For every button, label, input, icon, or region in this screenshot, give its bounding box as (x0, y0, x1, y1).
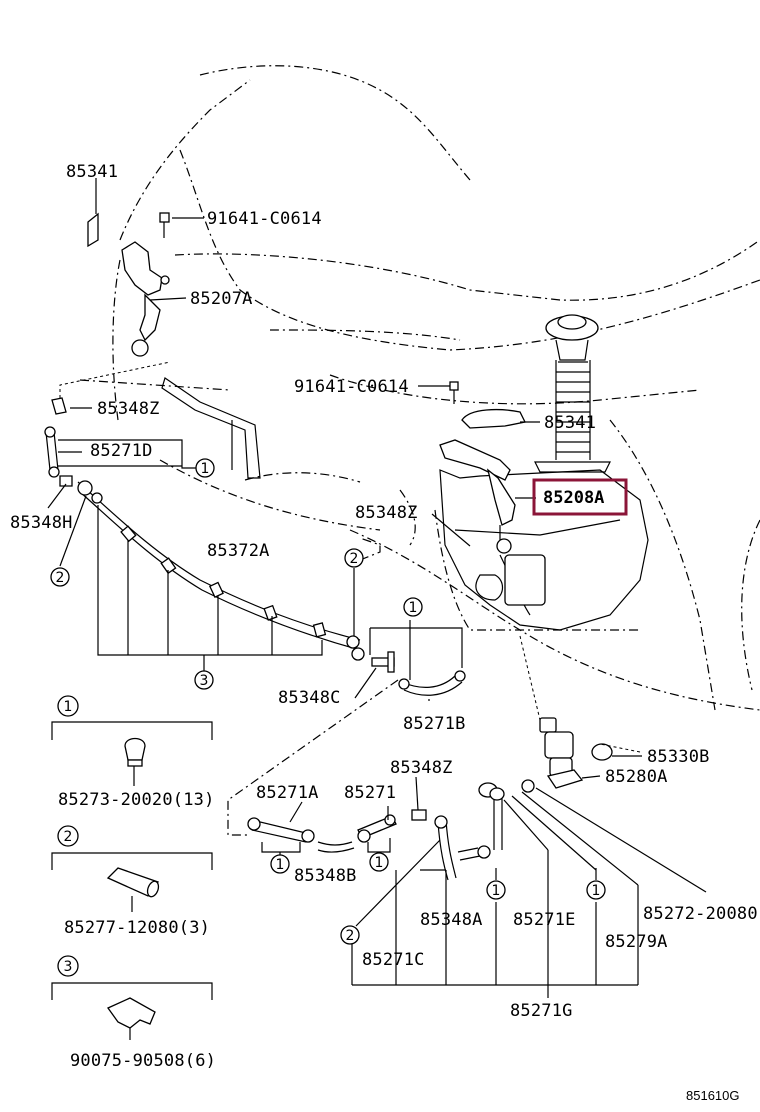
label-85348b[interactable]: 85348B (294, 866, 357, 886)
svg-text:3: 3 (200, 673, 209, 689)
svg-text:1: 1 (276, 857, 285, 873)
legend-part-2[interactable]: 85277-12080(3) (64, 918, 210, 938)
svg-text:1: 1 (409, 600, 418, 616)
svg-text:3: 3 (64, 959, 73, 975)
car-body-outline (79, 65, 760, 711)
callout-1: 1 (586, 880, 606, 900)
callout-2: 2 (50, 567, 70, 587)
label-85372a[interactable]: 85372A (207, 541, 270, 561)
nozzle-cover-right (461, 408, 526, 429)
label-85330b[interactable]: 85330B (647, 747, 710, 767)
hose-85271d (44, 426, 60, 478)
callout-3: 3 (194, 670, 214, 690)
hose-assembly-lower (434, 782, 505, 881)
label-85271e[interactable]: 85271E (513, 910, 576, 930)
leader-lines (47, 178, 707, 998)
label-85271d[interactable]: 85271D (90, 441, 153, 461)
filler-neck (534, 314, 611, 473)
washer-tank (439, 469, 649, 631)
callout-1: 1 (270, 854, 290, 874)
legend: 1 85273-20020(13) 2 85277-12080(3) 3 (51, 695, 216, 1071)
highlight-box (532, 478, 628, 516)
hose-85271 (357, 814, 397, 843)
callouts: 1 2 3 2 1 1 1 1 1 2 (50, 458, 606, 945)
connector-85348z-low (411, 809, 427, 821)
connector-85348h (59, 475, 73, 487)
label-85271[interactable]: 85271 (344, 783, 396, 803)
svg-text:2: 2 (56, 570, 65, 586)
svg-text:1: 1 (492, 883, 501, 899)
clamp-icon (107, 997, 156, 1040)
label-85341-top[interactable]: 85341 (66, 162, 118, 182)
legend-item-2: 2 85277-12080(3) (51, 825, 213, 938)
connector-85348b (317, 841, 355, 853)
label-91641-mid[interactable]: 91641-C0614 (294, 377, 409, 397)
label-85348h[interactable]: 85348H (10, 513, 73, 533)
svg-text:2: 2 (64, 829, 73, 845)
hose-85271a (247, 817, 315, 843)
svg-text:1: 1 (375, 855, 384, 871)
diagram-code: 851610G (686, 1088, 740, 1103)
callout-1: 1 (369, 852, 389, 872)
hose-85372a (77, 480, 365, 661)
legend-item-1: 1 85273-20020(13) (51, 695, 215, 810)
label-85279a[interactable]: 85279A (605, 932, 668, 952)
label-85271g[interactable]: 85271G (510, 1001, 573, 1021)
label-85341-mid[interactable]: 85341 (544, 413, 596, 433)
label-85348z-mid[interactable]: 85348Z (355, 503, 418, 523)
bolt-top (159, 212, 170, 238)
label-85271c[interactable]: 85271C (362, 950, 425, 970)
svg-text:1: 1 (592, 883, 601, 899)
callout-2: 2 (340, 925, 360, 945)
callout-1: 1 (486, 880, 506, 900)
label-85348a[interactable]: 85348A (420, 910, 483, 930)
label-85271b[interactable]: 85271B (403, 714, 466, 734)
label-85280a[interactable]: 85280A (605, 767, 668, 787)
callout-2: 2 (344, 548, 364, 568)
legend-part-1[interactable]: 85273-20020(13) (58, 790, 215, 810)
connector-85348z-left (51, 397, 67, 415)
connector-85348c (371, 651, 395, 673)
label-85271a[interactable]: 85271A (256, 783, 319, 803)
nozzle-cover-left (87, 212, 99, 248)
callout-1: 1 (195, 458, 215, 478)
svg-text:2: 2 (350, 551, 359, 567)
right-nozzle-actuator (439, 439, 516, 554)
label-85348c[interactable]: 85348C (278, 688, 341, 708)
callout-1: 1 (403, 597, 423, 617)
label-85207a[interactable]: 85207A (190, 289, 253, 309)
svg-text:1: 1 (201, 461, 210, 477)
legend-item-3: 3 90075-90508(6) (51, 955, 216, 1071)
part-labels: 85341 91641-C0614 85207A 91641-C0614 853… (10, 162, 758, 1021)
legend-part-3[interactable]: 90075-90508(6) (70, 1051, 216, 1071)
svg-text:1: 1 (64, 699, 73, 715)
clip-icon (124, 737, 146, 786)
label-85348z-low[interactable]: 85348Z (390, 758, 453, 778)
svg-text:2: 2 (346, 928, 355, 944)
left-nozzle-actuator (121, 241, 170, 357)
label-91641-top[interactable]: 91641-C0614 (207, 209, 322, 229)
bumper-bracket (161, 377, 261, 479)
hose-85271b (398, 670, 466, 696)
label-85272[interactable]: 85272-20080 (643, 904, 758, 924)
label-85208a[interactable]: 85208A (543, 488, 604, 508)
label-85348z-left[interactable]: 85348Z (97, 399, 160, 419)
bolt-mid (449, 381, 459, 404)
sleeve-icon (106, 867, 160, 912)
washer-pump (521, 717, 613, 793)
